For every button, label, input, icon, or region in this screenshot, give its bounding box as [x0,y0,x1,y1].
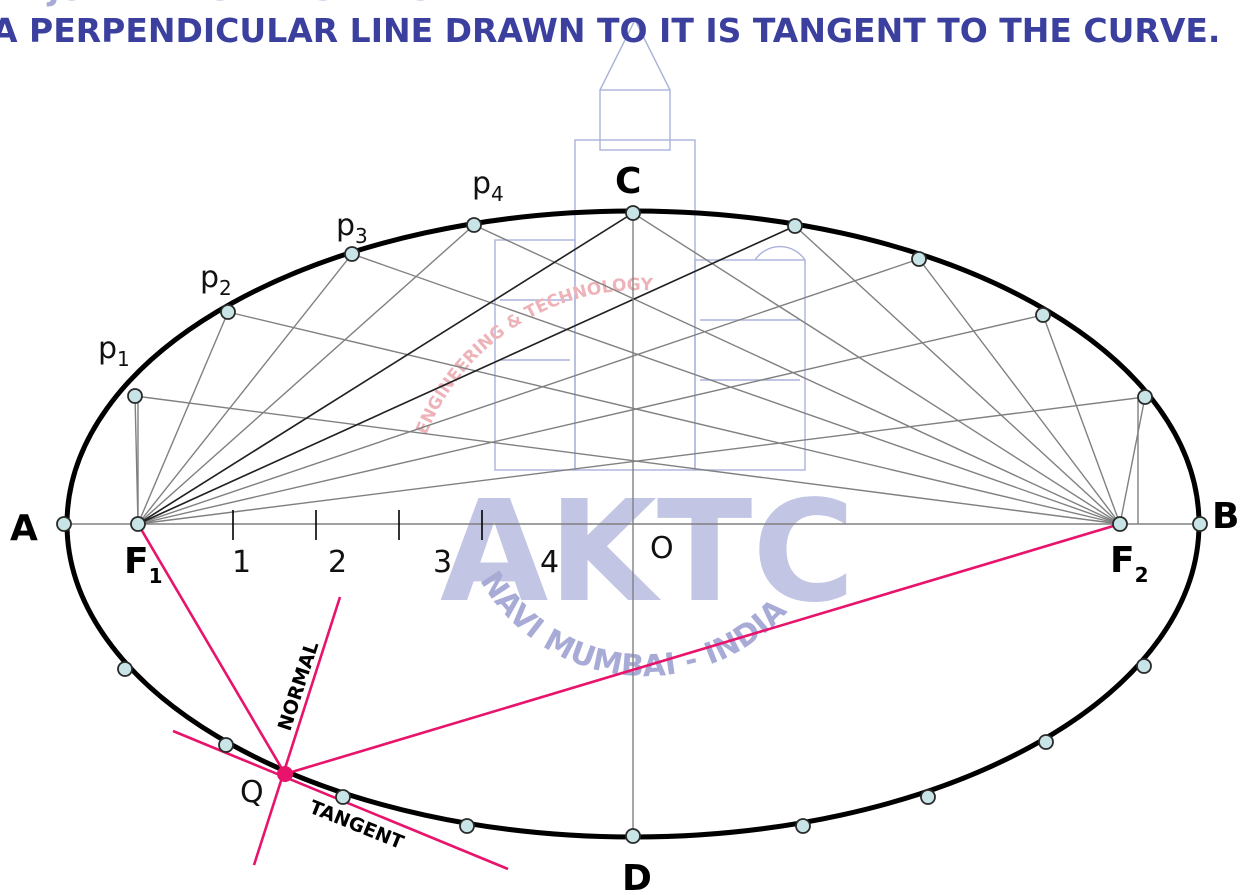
label-d: D [622,858,652,895]
label-f1: F1 [124,541,163,588]
label-p4: p4 [472,166,504,206]
focal-line-f2-q [284,522,1121,776]
focal-ray-f2-9 [1119,396,1146,525]
curve-point-21 [130,516,146,532]
focal-line-f1-q [136,523,287,775]
curve-point-10 [117,661,133,677]
curve-point-19 [56,516,72,532]
label-division-2: 2 [328,545,347,580]
focal-ray-f1-7 [137,258,920,525]
focal-ray-f2-5 [632,212,1121,525]
label-a: A [10,508,38,549]
label-f2: F2 [1110,540,1149,587]
curve-point-9 [1137,389,1153,405]
focal-ray-f2-7 [918,258,1121,525]
label-division-4: 4 [540,545,559,580]
ellipse-points [56,205,1208,844]
point-q-marker [277,766,293,782]
tower-icon [494,18,806,471]
focal-ray-f1-9 [137,396,1146,525]
label-division-1: 1 [232,545,251,580]
curve-point-11 [218,737,234,753]
focal-ray-f2-2 [227,311,1121,525]
curve-point-16 [920,789,936,805]
focal-ray-f2-4 [473,224,1121,525]
curve-point-5 [625,205,641,221]
curve-point-20 [1192,516,1208,532]
label-p2: p2 [200,260,232,300]
label-normal: NORMAL [274,639,323,734]
dark-ray-1 [137,212,634,525]
curve-point-7 [911,251,927,267]
watermark-logo: AKTC [440,471,855,634]
focal-ray-f1-3 [137,253,353,525]
curve-point-17 [1038,734,1054,750]
focal-ray-f1-4 [137,224,475,525]
focal-ray-f2-3 [351,253,1121,525]
curve-point-1 [127,388,143,404]
label-b: B [1212,496,1239,537]
label-division-3: 3 [433,545,452,580]
focal-ray-f2-1 [134,395,1121,525]
curve-point-15 [795,818,811,834]
watermark-ring-left: ANJUMAN-I-ISLAM'S KALSEKAR [0,0,522,8]
focal-ray-f2-8 [1042,314,1121,525]
focal-ray-f1-2 [137,311,229,525]
curve-point-4 [466,217,482,233]
label-c: C [615,161,641,202]
label-p1: p1 [98,331,130,371]
curve-point-6 [787,218,803,234]
curve-point-12 [335,789,351,805]
label-p3: p3 [336,208,368,248]
curve-point-13 [459,818,475,834]
curve-point-22 [1112,516,1128,532]
curve-point-14 [625,828,641,844]
focal-ray-f2-6 [794,225,1121,525]
construction-lines [134,212,1146,525]
normal-line [252,596,342,866]
label-q: Q [240,775,264,810]
curve-point-18 [1136,658,1152,674]
division-ticks [232,510,483,540]
curve-point-3 [344,246,360,262]
curve-point-2 [220,304,236,320]
focal-ray-f1-8 [137,314,1044,525]
heading-line-2: A PERPENDICULAR LINE DRAWN TO IT IS TANG… [0,11,1220,50]
curve-point-8 [1035,307,1051,323]
label-o: O [650,531,674,566]
dark-ray-2 [137,225,796,525]
